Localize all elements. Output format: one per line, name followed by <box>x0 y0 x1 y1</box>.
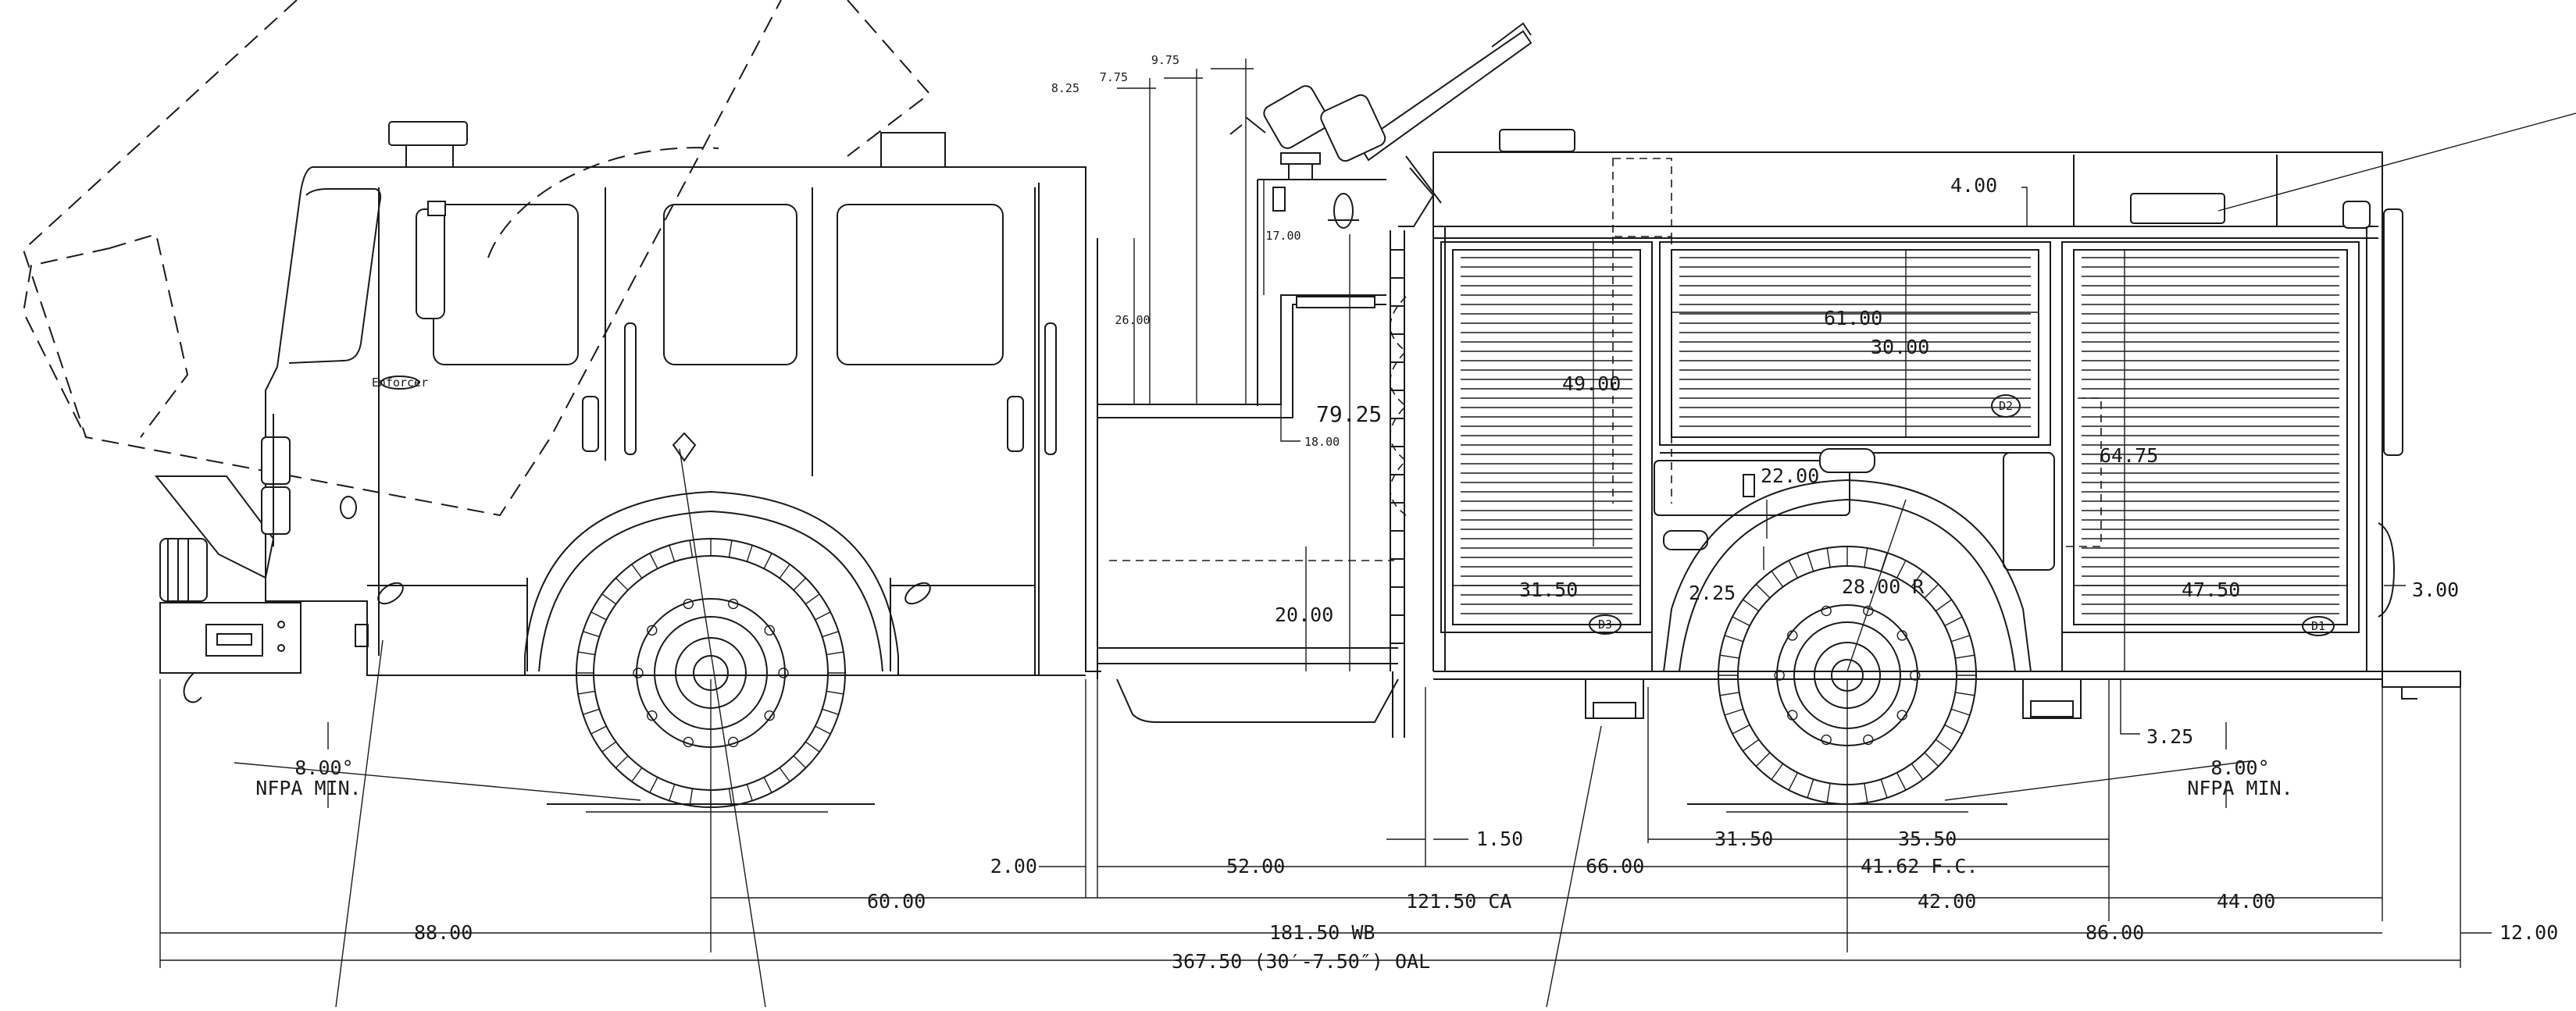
cab-light-bar <box>388 121 468 146</box>
dim-1-50: 1.50 <box>1476 828 1523 850</box>
dimension-lines <box>159 59 2576 1008</box>
d3-label: D3 <box>1598 618 1612 632</box>
dim-4: 4.00 <box>1950 174 1997 197</box>
deck-gun <box>1229 22 1532 180</box>
cab-window-1 <box>433 204 579 365</box>
dim-88: 88.00 <box>414 921 473 944</box>
dim-86: 86.00 <box>2085 921 2144 944</box>
emblem <box>380 376 419 390</box>
dim-66: 66.00 <box>1586 855 1644 878</box>
dim-64-75: 64.75 <box>2100 444 2158 467</box>
front-winch <box>159 538 208 602</box>
d1-label: D1 <box>2311 619 2325 633</box>
cab-roof-horn <box>880 132 946 168</box>
dim-2-25: 2.25 <box>1689 582 1736 604</box>
dim-9-75: 9.75 <box>1151 53 1179 67</box>
dim-fc: 41.62 F.C. <box>1861 855 1978 878</box>
mirror-mount <box>427 201 446 216</box>
angle-left-note: NFPA MIN. <box>255 777 361 799</box>
dim-47-50: 47.50 <box>2182 578 2240 601</box>
front-bumper <box>154 414 369 703</box>
dim-oal: 367.50 (30′-7.50″) OAL <box>1172 950 1430 973</box>
dim-3: 3.00 <box>2412 578 2459 601</box>
compartment-d1 <box>2061 241 2360 633</box>
cab-light-base <box>405 144 454 168</box>
dim-wb: 181.50 WB <box>1269 921 1375 944</box>
angle-right-note: NFPA MIN. <box>2187 777 2292 799</box>
dim-3-25: 3.25 <box>2146 725 2193 748</box>
door-handle-1 <box>582 396 599 452</box>
rear-light-bar <box>2130 193 2225 224</box>
front-wheel <box>524 490 899 808</box>
dim-22: 22.00 <box>1761 465 1819 487</box>
dim-79-25: 79.25 <box>1316 401 1382 427</box>
mirror <box>416 208 445 319</box>
ground-lines <box>547 803 2007 813</box>
dim-18: 18.00 <box>1304 435 1340 449</box>
bumper-plate <box>205 624 263 657</box>
cab: Enforcer <box>265 121 1086 676</box>
cab-latch <box>672 432 697 462</box>
pump-module <box>1085 167 1399 723</box>
dim-17: 17.00 <box>1265 229 1300 243</box>
d2-label: D2 <box>1999 399 2013 413</box>
angle-left: 8.00° <box>294 756 353 779</box>
cab-marker-light <box>340 496 357 519</box>
dim-42: 42.00 <box>1918 890 1976 913</box>
apparatus-body: D3 D2 D1 <box>1432 129 2461 805</box>
compartment-d2 <box>1659 241 2051 446</box>
emblem-text: Enforcer <box>372 376 428 390</box>
dim-49: 49.00 <box>1562 372 1621 395</box>
angle-right: 8.00° <box>2210 756 2269 779</box>
cab-window-2 <box>663 204 797 365</box>
dim-30: 30.00 <box>1871 336 1929 358</box>
dim-ca: 121.50 CA <box>1406 890 1511 913</box>
tilted-cab-outline <box>22 0 931 517</box>
grab-handle-1 <box>624 322 637 455</box>
cab-window-3 <box>837 204 1004 365</box>
dim-7-75: 7.75 <box>1100 70 1128 84</box>
dim-52: 52.00 <box>1226 855 1285 878</box>
dim-2: 2.00 <box>990 855 1037 878</box>
grab-handle-2 <box>1044 322 1057 455</box>
dim-8-25: 8.25 <box>1051 81 1079 95</box>
dim-31-50-left: 31.50 <box>1519 578 1578 601</box>
side-ladder <box>1390 155 1442 738</box>
dim-26: 26.00 <box>1115 313 1150 327</box>
dim-12: 12.00 <box>2499 921 2558 944</box>
dim-35-50: 35.50 <box>1898 828 1957 850</box>
dim-44: 44.00 <box>2217 890 2275 913</box>
dim-28-r: 28.00 R <box>1842 575 1925 598</box>
dim-60: 60.00 <box>867 890 926 913</box>
dimension-text: 8.25 7.75 9.75 26.00 17.00 18.00 79.25 2… <box>255 53 2558 973</box>
door-handle-2 <box>1007 396 1024 452</box>
compartment-d3 <box>1440 241 1653 633</box>
dim-31-50-rear: 31.50 <box>1714 828 1773 850</box>
dim-20: 20.00 <box>1275 603 1333 626</box>
dim-61: 61.00 <box>1824 307 1882 329</box>
